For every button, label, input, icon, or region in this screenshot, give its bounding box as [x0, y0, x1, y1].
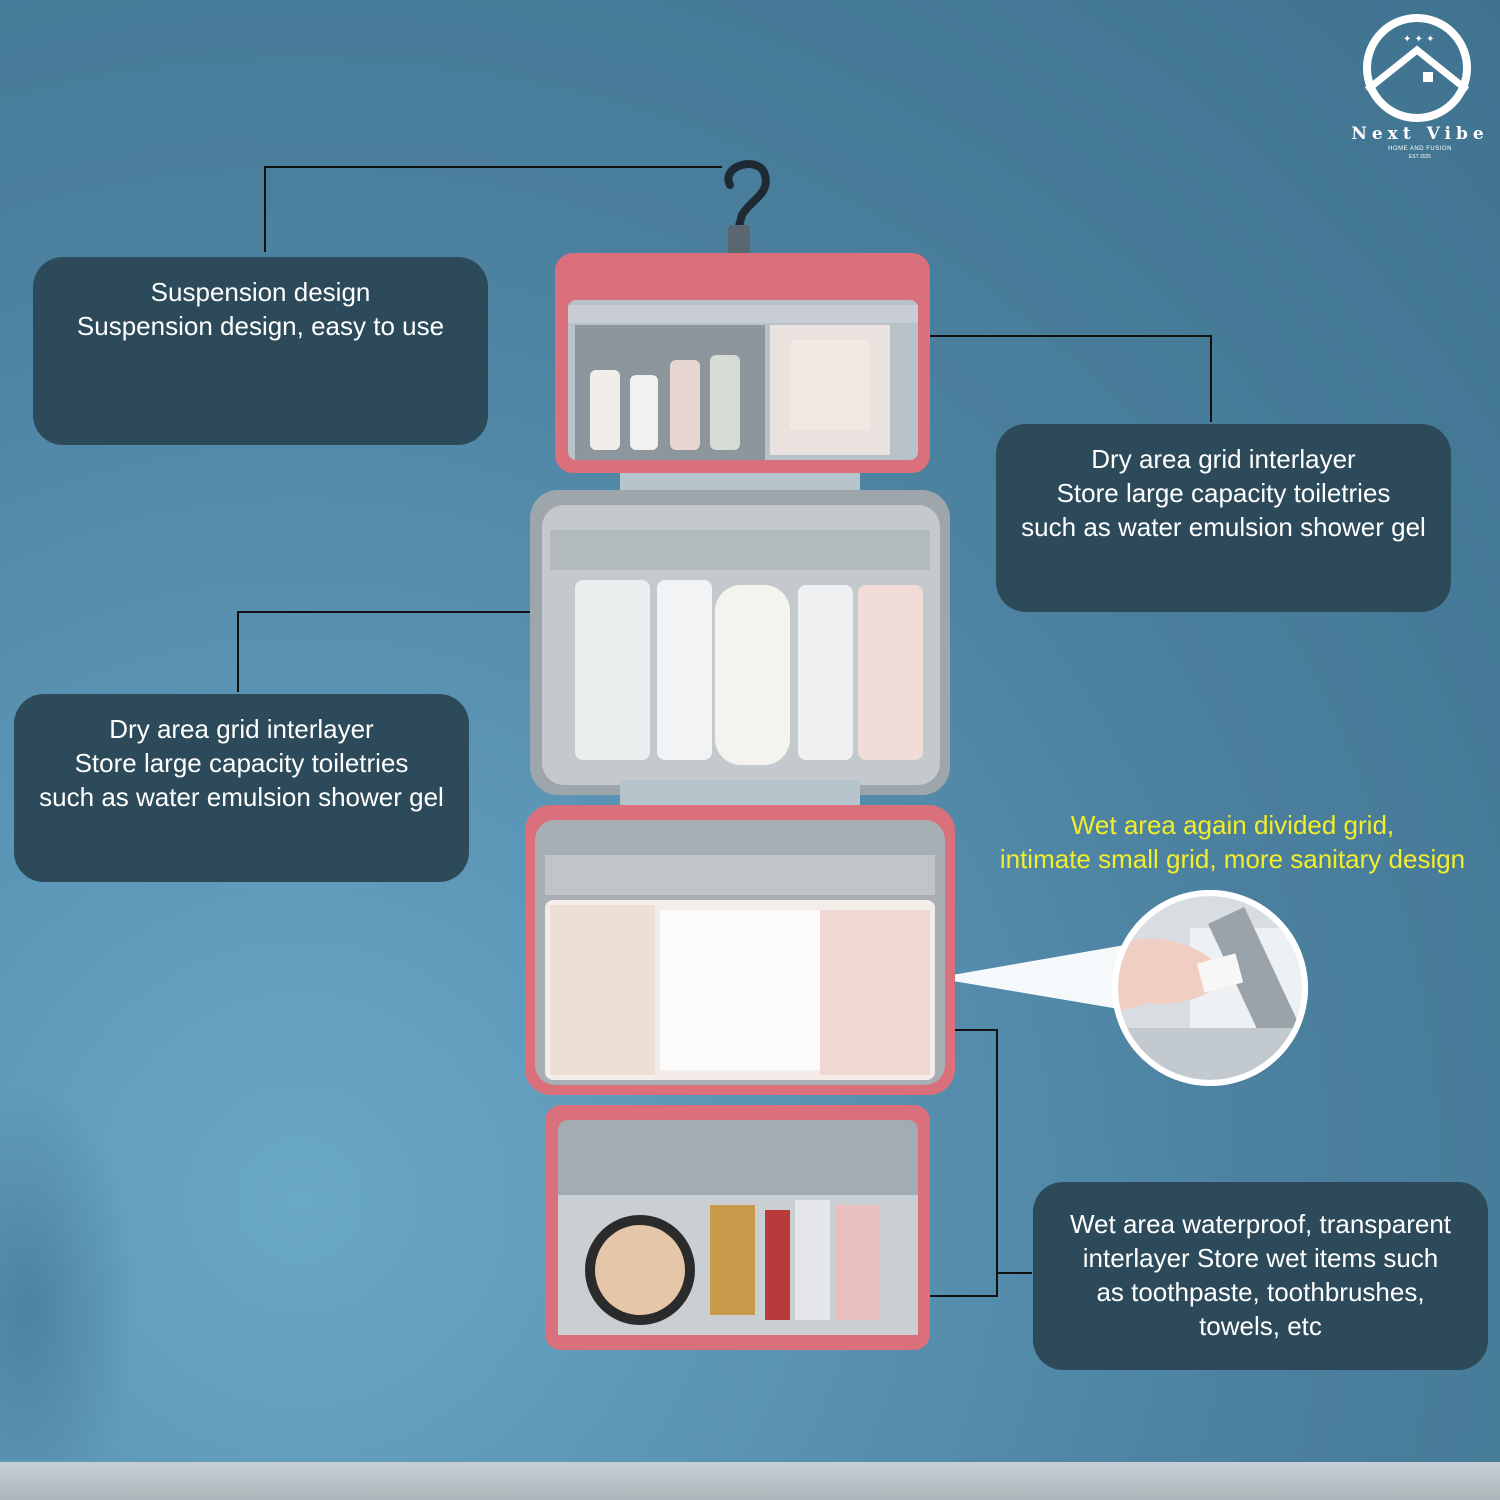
zoom-detail-circle	[1112, 890, 1308, 1086]
callout-wet-line-1: Wet area waterproof, transparent	[1069, 1209, 1452, 1239]
wet-grid-note-line-1: Wet area again divided grid,	[1070, 810, 1395, 840]
callout-suspension-line-1: Suspension design	[150, 277, 371, 307]
callout-dry-area-right: Dry area grid interlayer Store large cap…	[996, 424, 1451, 612]
wall-shadow	[0, 1080, 140, 1460]
brand-logo: ✦ ✦ ✦ Next Vibe HOME AND FUSION EST 2025	[1345, 12, 1495, 172]
toiletry-bag-illustration	[525, 160, 955, 1350]
bag-dry-section	[530, 490, 950, 795]
brand-name: Next Vibe	[1351, 124, 1489, 144]
wet-grid-note-line-2: intimate small grid, more sanitary desig…	[999, 844, 1466, 874]
callout-suspension: Suspension design Suspension design, eas…	[33, 257, 488, 445]
callout-dry-left-line-1: Dry area grid interlayer	[109, 714, 374, 744]
zoom-pointer	[935, 945, 1125, 1010]
callout-dry-right-line-1: Dry area grid interlayer	[1091, 444, 1356, 474]
callout-dry-area-left: Dry area grid interlayer Store large cap…	[14, 694, 469, 882]
bag-top-section	[555, 253, 930, 473]
callout-dry-left-line-2: Store large capacity toiletries	[74, 748, 409, 778]
callout-wet-area-waterproof: Wet area waterproof, transparent interla…	[1033, 1182, 1488, 1370]
callout-wet-line-2: interlayer Store wet items such	[1082, 1243, 1439, 1273]
brand-est: EST 2025	[1408, 154, 1432, 160]
callout-wet-line-3: as toothpaste, toothbrushes,	[1096, 1277, 1425, 1307]
callout-dry-left-line-3: such as water emulsion shower gel	[39, 782, 444, 812]
wet-grid-note: Wet area again divided grid, intimate sm…	[980, 808, 1485, 876]
callout-dry-right-line-3: such as water emulsion shower gel	[1021, 512, 1426, 542]
brand-subtitle: HOME AND FUSION	[1388, 146, 1452, 152]
bag-bottom-section	[545, 1105, 930, 1350]
callout-suspension-line-2: Suspension design, easy to use	[76, 311, 445, 341]
svg-text:✦ ✦ ✦: ✦ ✦ ✦	[1403, 34, 1435, 45]
callout-wet-line-4: towels, etc	[1199, 1311, 1322, 1341]
bag-wet-section	[525, 805, 955, 1095]
callout-dry-right-line-2: Store large capacity toiletries	[1056, 478, 1391, 508]
floor-strip	[0, 1462, 1500, 1500]
house-in-circle-icon: ✦ ✦ ✦	[1363, 14, 1471, 122]
